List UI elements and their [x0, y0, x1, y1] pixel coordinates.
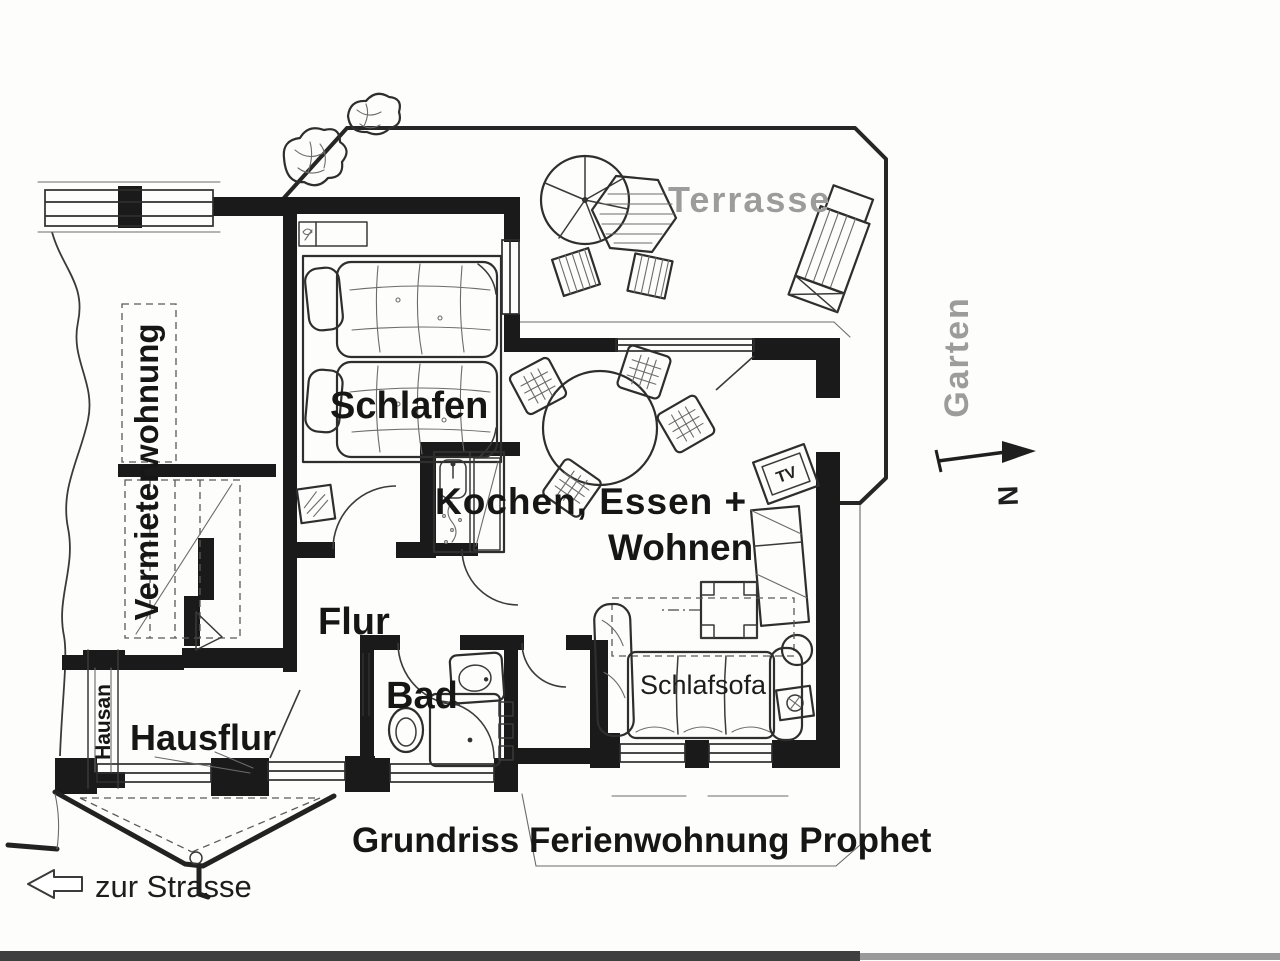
torn-edge-line	[51, 231, 91, 757]
left-arrow-icon	[27, 869, 83, 899]
dining-chair	[508, 356, 568, 416]
label-hausan: Hausan	[92, 684, 115, 760]
label-flur: Flur	[318, 601, 390, 643]
scan-edge	[860, 953, 1280, 960]
label-zur-strasse: zur Strasse	[95, 869, 252, 904]
dining-chair	[656, 394, 716, 454]
toilet	[387, 706, 425, 754]
label-schlafsofa: Schlafsofa	[640, 670, 767, 700]
bedroom-furniture	[295, 221, 503, 525]
label-bad: Bad	[386, 675, 458, 717]
terrace-stool	[550, 246, 602, 298]
label-terrasse: Terrasse	[668, 179, 831, 220]
tv-label: TV	[774, 464, 799, 487]
tree-icon	[346, 92, 402, 136]
sideboard	[749, 505, 811, 627]
lounger	[787, 184, 875, 314]
label-wohnen: Wohnen	[608, 527, 753, 568]
label-vermieterwohnung: Vermieterwohnung	[128, 323, 165, 620]
parasol	[539, 154, 631, 246]
kitchen	[432, 450, 506, 554]
north-label: N	[992, 485, 1024, 506]
doors	[269, 355, 755, 759]
bathroom-fixtures	[387, 651, 514, 768]
north-arrow: N	[934, 441, 1036, 506]
porch	[5, 751, 337, 900]
living-room-furniture: TV	[593, 442, 820, 742]
side-entry-box	[87, 649, 119, 789]
armchair	[699, 580, 759, 640]
shelf	[298, 221, 368, 247]
label-garten: Garten	[938, 296, 976, 418]
pillow	[304, 266, 344, 332]
staircase	[121, 303, 241, 651]
side-table	[780, 633, 814, 667]
pillow	[304, 368, 344, 434]
terrace-stool	[626, 252, 674, 300]
nightstand	[295, 483, 337, 525]
street-arrow	[27, 869, 83, 899]
double-bed	[301, 254, 503, 464]
washbasin	[448, 651, 506, 705]
sleeper-sofa	[593, 597, 804, 742]
dining-chair	[542, 458, 602, 518]
scan-edge	[0, 951, 860, 961]
label-schlafen: Schlafen	[330, 385, 488, 427]
terrace-furniture	[539, 154, 875, 314]
tree-icon	[282, 127, 348, 187]
dining-chair	[616, 344, 672, 400]
label-kochen-essen: Kochen, Essen +	[435, 481, 747, 522]
radiator	[498, 701, 514, 761]
shower	[428, 692, 502, 768]
tv: TV	[752, 442, 820, 506]
plan-title: Grundriss Ferienwohnung Prophet	[352, 821, 932, 860]
dining-set	[508, 344, 716, 518]
windows	[37, 181, 789, 797]
trees	[282, 92, 402, 187]
terrace-table	[590, 174, 678, 254]
terrace-outline	[281, 126, 888, 505]
label-hausflur: Hausflur	[130, 717, 276, 758]
